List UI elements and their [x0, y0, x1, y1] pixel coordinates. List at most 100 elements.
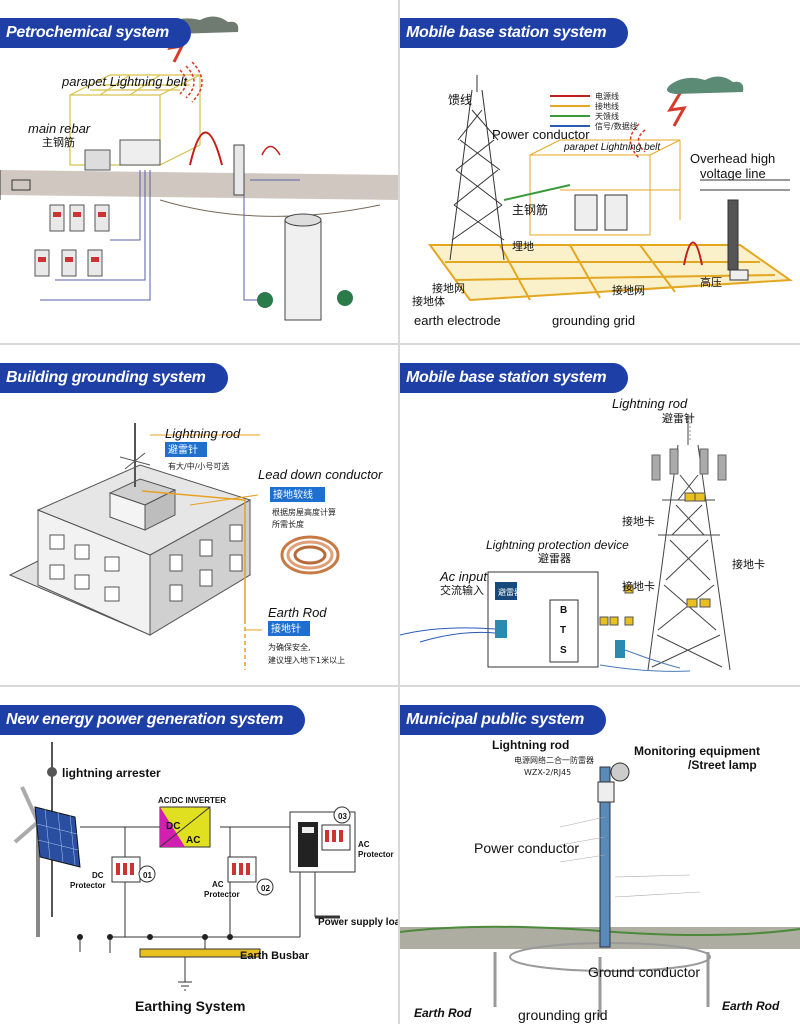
label-ac: AC — [186, 835, 200, 846]
building — [8, 464, 252, 636]
mobile-base-diagram-1: 电源线 接地线 天馈线 信号/数据线 馈线 Power conductor pa… — [412, 75, 793, 328]
ac-protector — [227, 856, 257, 883]
horizontal-divider-2 — [0, 685, 800, 687]
panel-municipal: Lightning rod 电源网络二合一防雷器 WZX-2/RJ45 Moni… — [400, 687, 800, 1024]
label-main-rebar-cn: 主钢筋 — [42, 135, 75, 149]
label-ac-input-cn: 交流输入 — [440, 583, 484, 597]
label-lightning-rod-cn: 避雷针 — [662, 411, 695, 425]
municipal-diagram: Lightning rod 电源网络二合一防雷器 WZX-2/RJ45 Moni… — [400, 738, 800, 1023]
label-earth-note-1: 为确保安全, — [268, 642, 311, 652]
label-earth-busbar: Earth Busbar — [240, 950, 310, 962]
fuel-pumps — [34, 204, 110, 277]
label-clamp-2: 接地卡 — [732, 558, 765, 571]
legend: 电源线 接地线 天馈线 信号/数据线 — [550, 91, 638, 131]
label-clamp-3: 接地卡 — [622, 580, 655, 593]
bts-cabinet — [549, 599, 579, 663]
inverter — [159, 806, 211, 848]
label-overhead-1: Overhead high — [690, 151, 775, 166]
label-box-cn: 避雷器 — [498, 587, 522, 597]
label-grounding-grid: grounding grid — [552, 313, 635, 328]
panel-title: Petrochemical system — [0, 18, 191, 48]
label-earth-rod: Earth Rod — [268, 605, 327, 620]
panel-title: Municipal public system — [400, 705, 607, 735]
petrochemical-diagram: parapet Lightning belt main rebar 主钢筋 — [0, 16, 398, 321]
label-number-03: 03 — [338, 812, 347, 821]
equipment-box — [487, 571, 599, 668]
lightning-bolt-icon — [667, 89, 687, 127]
panel-mobile-base-1: 电源线 接地线 天馈线 信号/数据线 馈线 Power conductor pa… — [400, 0, 800, 343]
label-main-rebar-cn: 主钢筋 — [512, 202, 548, 217]
label-high-voltage-cn: 高压 — [700, 275, 722, 289]
label-dc-protector-1: DC — [92, 871, 104, 880]
label-device-cn: 电源网络二合一防雷器 — [514, 755, 594, 765]
label-lightning-rod-cn: 避雷针 — [168, 443, 198, 456]
new-energy-diagram: 01 02 03 lightning arrester AC/DC INVERT… — [13, 742, 398, 1014]
label-lightning-rod: Lightning rod — [165, 426, 241, 441]
label-power-conductor: Power conductor — [492, 127, 590, 142]
label-device-model: WZX-2/RJ45 — [524, 768, 571, 777]
cloud-icon — [666, 76, 744, 94]
label-number-01: 01 — [143, 871, 152, 880]
dc-protector — [111, 856, 141, 883]
panel-title: Mobile base station system — [400, 18, 629, 48]
horizontal-divider-1 — [0, 343, 800, 345]
label-ac-protector-3: AC — [358, 840, 370, 849]
label-lightning-rod: Lightning rod — [492, 738, 569, 752]
label-lead-note-1: 根据房屋高度计算 — [272, 507, 336, 517]
label-number-02: 02 — [261, 884, 270, 893]
panel-title: Mobile base station system — [400, 363, 629, 393]
legend-power: 电源线 — [595, 91, 619, 101]
label-earth-note-2: 建议埋入地下1米以上 — [268, 655, 345, 665]
legend-ground: 接地线 — [595, 101, 619, 111]
camera-icon — [610, 762, 630, 782]
grounding-grid-lines — [428, 244, 793, 302]
label-dc-protector-2: Protector — [70, 881, 106, 890]
label-bts-s: S — [560, 645, 567, 656]
label-earth-rod-left: Earth Rod — [414, 1006, 472, 1020]
label-overhead-2: voltage line — [700, 166, 766, 181]
panel-title: New energy power generation system — [0, 705, 306, 735]
label-grounding-body-cn: 接地体 — [412, 294, 445, 308]
vertical-divider — [398, 0, 400, 1024]
label-earth-rod-cn: 接地针 — [271, 622, 301, 635]
copper-coil — [280, 535, 340, 575]
label-buried-cn: 埋地 — [512, 240, 534, 253]
legend-feeder: 天馈线 — [595, 111, 619, 121]
label-monitoring: Monitoring equipment — [634, 744, 760, 758]
label-grounding-grid: grounding grid — [518, 1007, 608, 1023]
tower — [647, 415, 731, 671]
label-bts-b: B — [560, 605, 567, 616]
tower — [449, 75, 505, 261]
solar-panel — [34, 806, 81, 868]
label-parapet: parapet Lightning belt — [563, 142, 661, 153]
label-ac-protector-1: AC — [212, 880, 224, 889]
label-ac-protector-4: Protector — [358, 850, 394, 859]
rebar-frame — [69, 74, 201, 166]
label-protection-cn: 避雷器 — [538, 551, 571, 565]
label-earth-electrode: earth electrode — [414, 313, 501, 328]
label-dc: DC — [166, 821, 180, 832]
label-lightning-arrester: lightning arrester — [62, 766, 161, 780]
panel-title: Building grounding system — [0, 363, 228, 393]
label-main-rebar: main rebar — [28, 121, 91, 136]
panel-mobile-base-2: Lightning rod 避雷针 接地卡 接地卡 接地卡 Lightning … — [400, 345, 800, 685]
label-feeder-cn: 馈线 — [448, 93, 472, 107]
label-clamp-1: 接地卡 — [622, 515, 655, 528]
label-ac-input: Ac input — [439, 569, 488, 584]
panel-building-grounding: Lightning rod 避雷针 有大/中/小号可选 Lead down co… — [0, 345, 398, 685]
building-diagram: Lightning rod 避雷针 有大/中/小号可选 Lead down co… — [8, 423, 383, 670]
lamp-pole — [599, 766, 611, 948]
label-power-conductor: Power conductor — [474, 840, 579, 856]
label-power-supply-load: Power supply load — [318, 917, 398, 928]
legend-signal: 信号/数据线 — [595, 121, 638, 131]
label-lead-note-2: 所需长度 — [272, 519, 304, 529]
lead-down-wire — [141, 490, 246, 620]
label-rod-note: 有大/中/小号可选 — [168, 461, 229, 471]
label-ground-conductor: Ground conductor — [588, 964, 700, 980]
mobile-base-diagram-2: Lightning rod 避雷针 接地卡 接地卡 接地卡 Lightning … — [400, 396, 765, 672]
label-ac-protector-2: Protector — [204, 890, 240, 899]
panel-new-energy: 01 02 03 lightning arrester AC/DC INVERT… — [0, 687, 398, 1024]
label-earth-rod-right: Earth Rod — [722, 999, 780, 1013]
panel-petrochemical: parapet Lightning belt main rebar 主钢筋 Pe… — [0, 0, 398, 343]
label-lead-down: Lead down conductor — [258, 467, 383, 482]
